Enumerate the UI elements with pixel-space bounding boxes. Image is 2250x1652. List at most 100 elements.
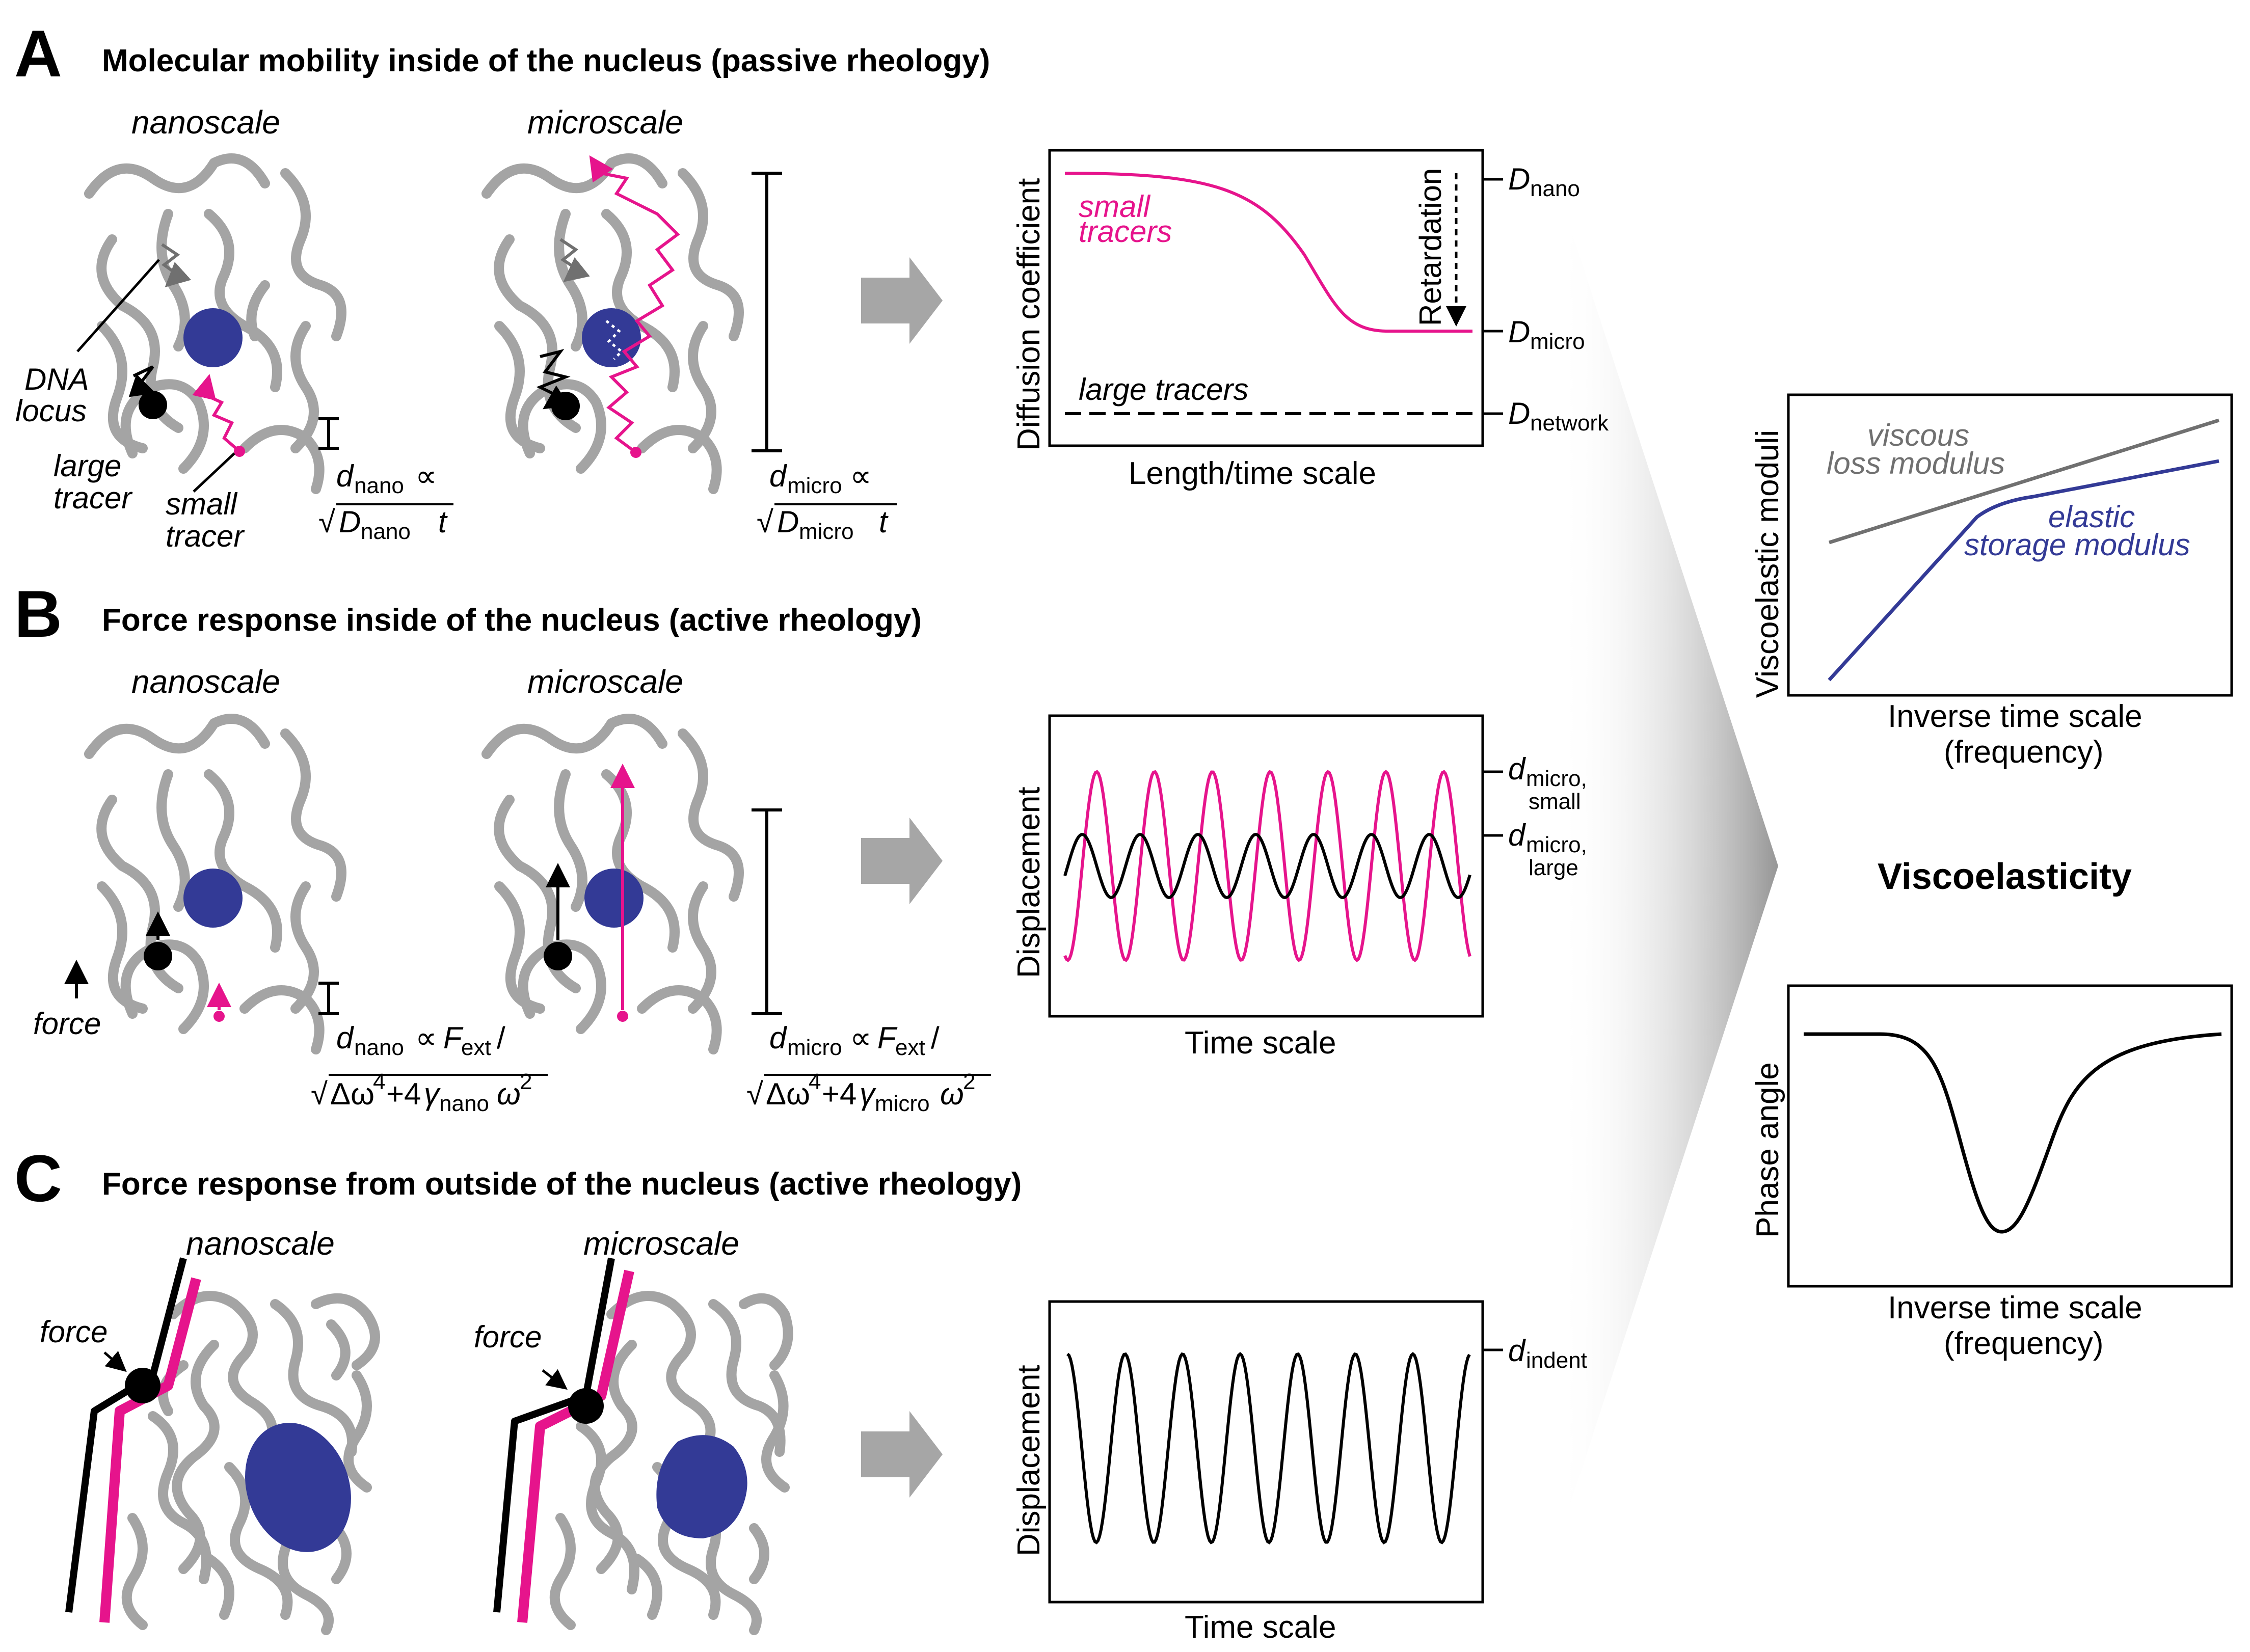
d-nano-b-ext: ext	[461, 1035, 491, 1060]
panel-b-microscale-label: microscale	[527, 663, 683, 700]
graph-a-small-1: small	[1079, 189, 1151, 224]
d-micro-bracket-a	[752, 172, 782, 452]
panel-a-letter: A	[14, 16, 62, 91]
arrow-b	[861, 818, 943, 904]
d-nano-b-two: 2	[520, 1069, 532, 1094]
d-micro-b-two: 2	[963, 1069, 975, 1094]
chromatin-network-b-micro	[481, 714, 744, 1054]
graph-a-dmicro-sub: micro	[1530, 329, 1585, 354]
phase-xlabel-2: (frequency)	[1944, 1326, 2104, 1361]
panel-b-nanoscale-label: nanoscale	[131, 663, 280, 700]
d-micro-b-ext: ext	[895, 1035, 925, 1060]
dna-locus-path-a-micro	[559, 238, 590, 282]
d-nano-a-t: t	[438, 505, 448, 539]
graph-a-retardation: Retardation	[1413, 168, 1448, 326]
d-micro-b-omega: ω	[940, 1077, 964, 1111]
tracer-path-inside-nucleolus	[605, 320, 624, 360]
d-nano-b-sqrt: √	[311, 1077, 328, 1111]
large-tracer-label-2: tracer	[53, 481, 132, 515]
d-micro-b-prop: ∝	[850, 1021, 872, 1055]
panel-b-force-label: force	[33, 1007, 101, 1041]
small-tracer-label-2: tracer	[166, 519, 245, 553]
d-micro-b-gamma: γ	[860, 1077, 876, 1111]
graph-b-small-tracer-sine	[1063, 770, 1471, 962]
graph-b-dlarge-large: large	[1529, 855, 1578, 880]
panel-c-letter: C	[14, 1141, 62, 1215]
nucleolus-a-nano	[183, 308, 243, 367]
viscous-label: viscous	[1867, 418, 1969, 452]
graph-a-dnano-sub: nano	[1530, 176, 1580, 201]
d-nano-a-sub: nano	[354, 473, 404, 498]
force-pointer-c-micro	[542, 1369, 568, 1390]
graph-a-dnetwork-D: D	[1508, 396, 1530, 430]
large-tracer-a-nano	[139, 391, 167, 419]
force-pointer-c-nano	[103, 1350, 127, 1372]
d-nano-b-gamma-sub: nano	[439, 1091, 489, 1116]
panel-c-microscale-label: microscale	[583, 1225, 739, 1262]
d-micro-a-D: D	[777, 505, 799, 539]
funnel-gradient	[1559, 194, 1778, 1538]
d-nano-b-F: F	[443, 1021, 464, 1055]
graph-b-dsmall-d: d	[1508, 752, 1526, 786]
large-tracer-label-1: large	[53, 449, 121, 483]
d-nano-a-d: d	[336, 459, 354, 493]
d-micro-b-four: 4	[809, 1069, 821, 1094]
elastic-label: elastic	[2048, 500, 2135, 534]
arrow-c	[861, 1411, 943, 1498]
panel-b-title: Force response inside of the nucleus (ac…	[102, 603, 922, 638]
d-micro-b-sub: micro	[787, 1035, 842, 1060]
dna-locus-label-2: locus	[15, 394, 87, 428]
panel-a-title: Molecular mobility inside of the nucleus…	[102, 43, 990, 78]
graph-a-small-2: tracers	[1079, 214, 1172, 249]
d-micro-a-prop: ∝	[850, 459, 872, 493]
membrane-black-c-micro	[493, 1257, 615, 1613]
elastic-storage-modulus-curve	[1828, 459, 2219, 682]
small-tracer-label-1: small	[166, 487, 238, 521]
d-micro-b-sqrt: √	[746, 1077, 763, 1111]
small-tracer-b-nano	[213, 1011, 225, 1022]
large-tracer-b-micro	[544, 942, 572, 970]
dna-locus-path-a-nano	[161, 243, 192, 288]
d-micro-a-sqrt: √	[757, 505, 773, 539]
moduli-ylabel: Viscoelastic moduli	[1750, 430, 1785, 698]
panel-a-nanoscale-label: nanoscale	[131, 104, 280, 141]
nucleolus-b-nano	[183, 869, 243, 928]
d-micro-b-plus4: +4	[822, 1077, 856, 1111]
graph-b-ylabel: Displacement	[1011, 787, 1047, 978]
d-micro-bracket-b	[752, 808, 782, 1015]
small-tracer-path-a-micro	[589, 155, 680, 454]
d-micro-b-slash: /	[931, 1021, 940, 1055]
d-nano-b-sub: nano	[354, 1035, 404, 1060]
panel-c-nanoscale-label: nanoscale	[186, 1225, 335, 1262]
d-nano-bracket-b	[318, 982, 339, 1015]
nucleus-body-c-nano	[245, 1423, 351, 1552]
graph-c-xlabel: Time scale	[1185, 1610, 1336, 1645]
phase-angle-graph-frame	[1787, 984, 2233, 1288]
graph-a-frame	[1048, 149, 1484, 447]
graph-a-ylabel: Diffusion coefficient	[1011, 178, 1047, 451]
d-micro-b-gamma-sub: micro	[875, 1091, 930, 1116]
graph-a-dnetwork-sub: network	[1530, 411, 1609, 436]
indenter-c-micro	[568, 1388, 604, 1424]
d-nano-a-D-sub: nano	[361, 519, 411, 544]
small-tracer-pointer	[193, 452, 235, 493]
d-nano-bracket-a	[318, 417, 339, 450]
panel-b-letter: B	[14, 577, 62, 651]
graph-a-right-ticks	[1483, 178, 1503, 415]
d-nano-b-plus4: +4	[386, 1077, 421, 1111]
graph-c-ylabel: Displacement	[1011, 1365, 1047, 1556]
panel-c-force-nano: force	[40, 1315, 108, 1349]
dna-locus-label-1: DNA	[24, 362, 89, 396]
large-tracer-b-nano	[144, 942, 172, 970]
d-micro-a-t: t	[879, 505, 889, 539]
large-tracer-path-a-micro	[536, 349, 571, 410]
viscoelasticity-heading: Viscoelasticity	[1878, 856, 2132, 897]
dna-locus-pointer	[76, 259, 160, 353]
graph-a-dmicro-D: D	[1508, 315, 1530, 349]
d-nano-b-omega: ω	[497, 1077, 521, 1111]
loss-modulus-label: loss modulus	[1827, 446, 2005, 480]
graph-b-large-tracer-sine	[1063, 832, 1471, 900]
graph-c-frame	[1048, 1300, 1484, 1604]
panel-c-force-micro: force	[474, 1320, 542, 1354]
